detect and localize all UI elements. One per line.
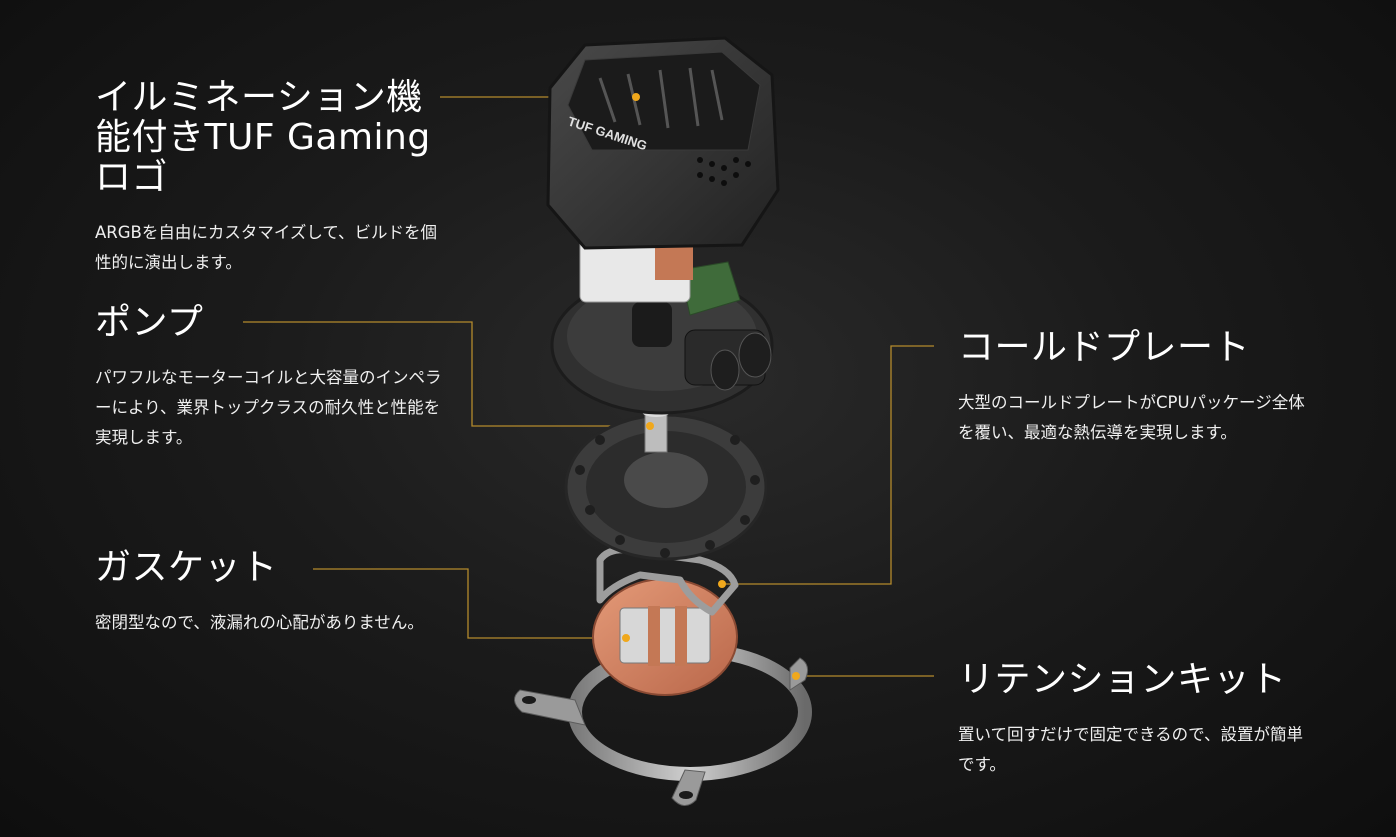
feature-description: パワフルなモーターコイルと大容量のインペラーにより、業界トップクラスの耐久性と性… [95,368,442,447]
feature-cold-plate: コールドプレート 大型のコールドプレートがCPUパッケージ全体を覆い、最適な熱伝… [958,328,1318,448]
cold-plate-callout-dot [718,580,726,588]
feature-title: ガスケット [95,547,278,588]
feature-logo: イルミネーション機能付きTUF Gamingロゴ ARGBを自由にカスタマイズし… [95,78,440,278]
callout-dots [622,93,800,680]
cold-plate [592,578,738,696]
feature-title: ポンプ [95,302,204,343]
feature-description: 密閉型なので、液漏れの心配がありません。 [95,613,424,632]
cold-plate-callout-line [722,345,934,585]
feature-retention-kit: リテンションキット 置いて回すだけで固定できるので、設置が簡単です。 [958,660,1318,780]
pump-callout-line [243,321,650,427]
logo-callout-dot [632,93,640,101]
feature-description: 置いて回すだけで固定できるので、設置が簡単です。 [958,725,1304,774]
feature-description: ARGBを自由にカスタマイズして、ビルドを個性的に演出します。 [95,223,438,272]
gasket-callout-line [313,568,626,639]
feature-title: コールドプレート [958,327,1251,368]
feature-description: 大型のコールドプレートがCPUパッケージ全体を覆い、最適な熱伝導を実現します。 [958,393,1305,442]
feature-title: イルミネーション機能付きTUF Gamingロゴ [95,77,431,198]
pump-callout-dot [646,422,654,430]
feature-gasket: ガスケット 密閉型なので、液漏れの心配がありません。 [95,548,475,638]
gasket-callout-dot [622,634,630,642]
pump-cover: TUF GAMING [546,36,780,303]
retention-kit-callout-dot [792,672,800,680]
impeller-housing [564,413,768,561]
feature-title: リテンションキット [958,659,1287,700]
feature-pump: ポンプ パワフルなモーターコイルと大容量のインペラーにより、業界トップクラスの耐… [95,303,455,453]
pump-body [550,261,774,415]
